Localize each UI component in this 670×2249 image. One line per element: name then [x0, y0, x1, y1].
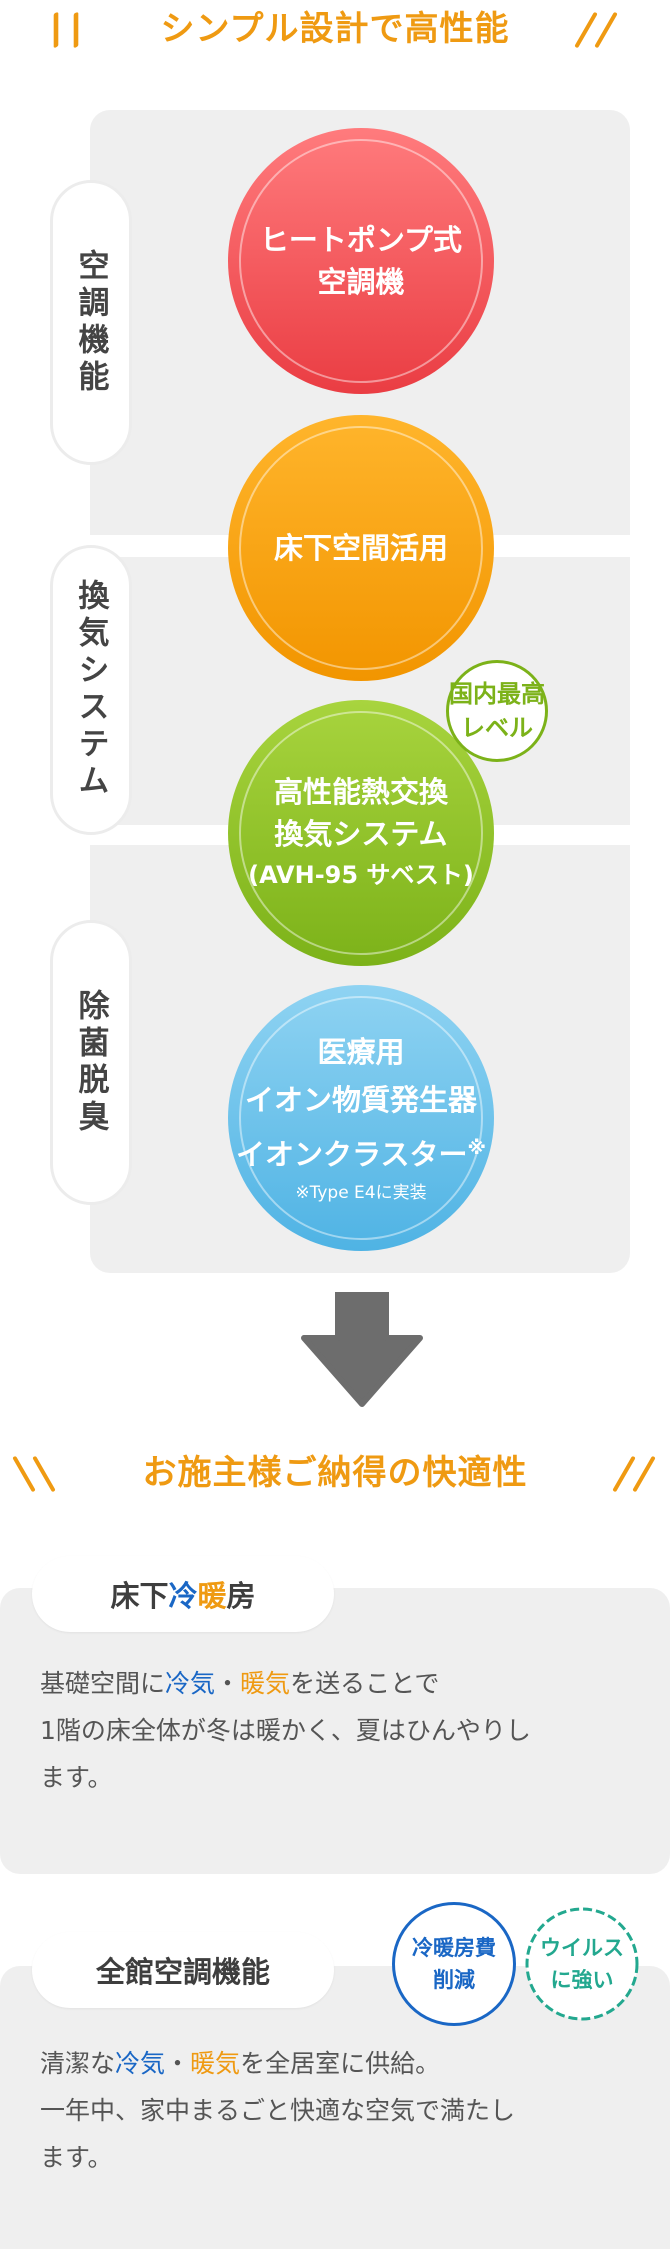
circle-text: 高性能熱交換 — [273, 775, 448, 809]
card-title-underfloor: 床下冷暖房 — [32, 1556, 334, 1632]
side-label-ventilation: 換気システム — [50, 545, 132, 835]
title-part-warm: 暖 — [197, 1579, 227, 1613]
badge-text: に強い — [550, 1968, 614, 1992]
badge-domestic-top-level: 国内最高 レベル — [446, 660, 548, 762]
circle-heat-pump-ac: ヒートポンプ式 空調機 — [228, 128, 494, 394]
circle-text: イオン物質発生器 — [244, 1082, 477, 1117]
badge-text: ウイルス — [540, 1936, 624, 1960]
circle-text: 医療用 — [317, 1034, 405, 1069]
body-text: 基礎空間に — [40, 1669, 166, 1698]
badge-text: 冷暖房費 — [412, 1936, 496, 1960]
circle-text: 床下空間活用 — [273, 531, 448, 565]
body-text-dot: ・ — [165, 2049, 191, 2078]
circle-footnote: ※Type E4に実装 — [295, 1183, 427, 1204]
badge-text: レベル — [461, 714, 533, 742]
badge-virus-resistant: ウイルス に強い — [530, 1912, 634, 2016]
body-text-warm-air: 暖気 — [240, 1669, 291, 1698]
body-text-warm-air: 暖気 — [190, 2049, 241, 2078]
body-text: を全居室に供給。 — [240, 2049, 441, 2078]
heading-title: お施主様ご納得の快適性 — [142, 1453, 528, 1493]
circle-ion-cluster: 医療用 イオン物質発生器 イオンクラスター※ ※Type E4に実装 — [228, 985, 494, 1251]
body-line: ます。 — [40, 1763, 113, 1792]
body-line: ます。 — [40, 2143, 113, 2172]
body-text-cool-air: 冷気 — [115, 2049, 166, 2078]
heading-title: シンプル設計で高性能 — [160, 9, 510, 49]
circle-text: ヒートポンプ式 — [259, 223, 463, 257]
circle-text: 換気システム — [274, 817, 448, 851]
body-line: 清潔な冷気・暖気を全居室に供給。 — [40, 2040, 640, 2087]
badge-text: 国内最高 — [449, 680, 545, 708]
circle-heat-exchange-ventilation: 高性能熱交換 換気システム (AVH-95 サベスト) — [228, 700, 494, 966]
circle-text-with-mark: イオンクラスター※ — [236, 1124, 486, 1179]
card-title-whole-house: 全館空調機能 — [32, 1932, 334, 2008]
circle-text: イオンクラスター — [236, 1137, 468, 1172]
side-label-text: 除菌脱臭 — [72, 988, 109, 1137]
card-body-whole-house: 清潔な冷気・暖気を全居室に供給。 一年中、家中まるごと快適な空気で満たし ます。 — [40, 2040, 640, 2181]
title-part: 床下 — [110, 1579, 169, 1613]
badge-text: 削減 — [433, 1968, 475, 1992]
circle-underfloor-space: 床下空間活用 — [228, 415, 494, 681]
body-text: 清潔な — [40, 2049, 116, 2078]
heading-right-slash — [608, 1448, 668, 1498]
badge-cost-reduction: 冷暖房費 削減 — [392, 1902, 516, 2026]
down-arrow-icon — [301, 1292, 423, 1407]
side-label-air-conditioning: 空調機能 — [50, 180, 132, 465]
body-line: 一年中、家中まるごと快適な空気で満たし — [40, 2096, 516, 2125]
body-text-cool-air: 冷気 — [165, 1669, 216, 1698]
reference-mark: ※ — [467, 1136, 486, 1159]
heading-left-slash — [40, 4, 100, 54]
body-text-dot: ・ — [215, 1669, 241, 1698]
section-heading-simple-design: シンプル設計で高性能 — [0, 4, 670, 54]
side-label-text: 換気システム — [72, 579, 109, 801]
heading-right-slash — [570, 4, 630, 54]
body-text: を送ることで — [290, 1669, 440, 1698]
heading-left-slash — [8, 1448, 68, 1498]
body-line: 基礎空間に冷気・暖気を送ることで — [40, 1660, 640, 1707]
card-underfloor-heating-cooling — [0, 1588, 670, 1874]
section-heading-comfort: お施主様ご納得の快適性 — [0, 1448, 670, 1498]
body-line: 1階の床全体が冬は暖かく、夏はひんやりし — [40, 1716, 531, 1745]
card-body-underfloor: 基礎空間に冷気・暖気を送ることで 1階の床全体が冬は暖かく、夏はひんやりし ます… — [40, 1660, 640, 1801]
title-part: 房 — [226, 1579, 256, 1613]
side-label-text: 空調機能 — [72, 248, 109, 397]
title-part-cool: 冷 — [168, 1579, 198, 1613]
circle-model-text: (AVH-95 サベスト) — [248, 861, 474, 889]
side-label-sterilization: 除菌脱臭 — [50, 920, 132, 1205]
circle-text: 空調機 — [317, 265, 405, 299]
badge-virus-scallop-shape — [525, 1907, 639, 2021]
